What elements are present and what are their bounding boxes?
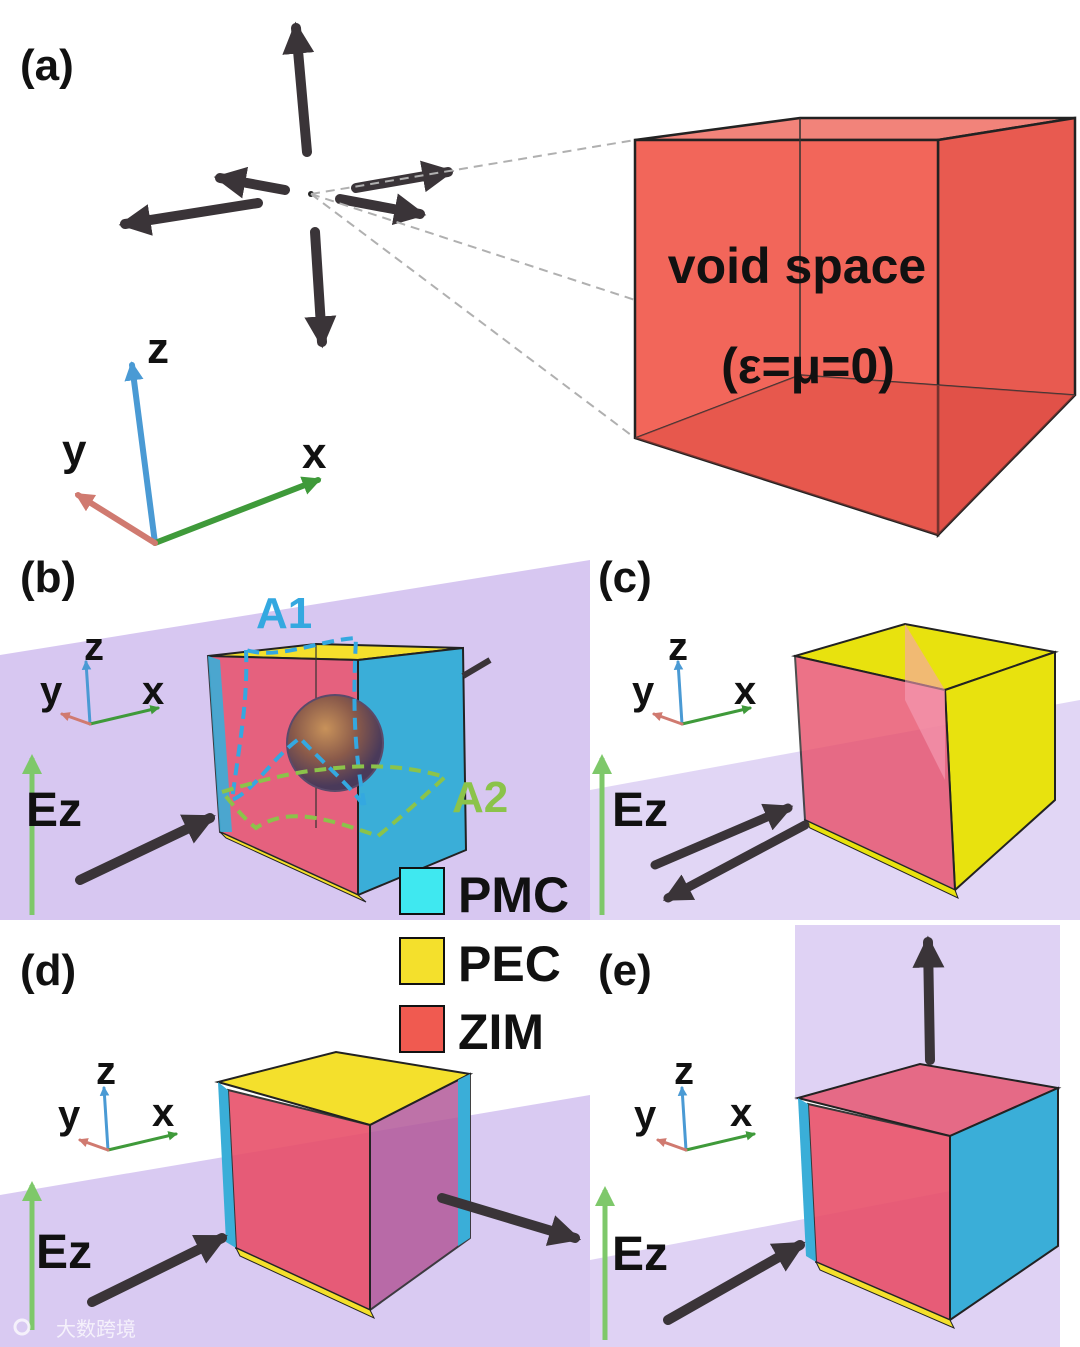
panel-b-label: (b) — [20, 553, 76, 602]
arrow-down — [315, 232, 322, 342]
field-label-b: Ez — [26, 784, 82, 837]
panel-c-label: (c) — [598, 553, 652, 602]
earth-sphere — [287, 695, 383, 791]
axis-x-label: x — [302, 429, 327, 478]
axis-y-label: y — [634, 1093, 657, 1137]
axis-x-label: x — [152, 1091, 174, 1135]
legend: PMC PEC ZIM — [400, 867, 569, 1060]
watermark-text: 大数跨境 — [56, 1317, 136, 1341]
axis-x-label: x — [730, 1091, 752, 1135]
arrow-up — [296, 28, 307, 152]
axis-x-label: x — [142, 669, 164, 713]
scattered-arrow-e — [928, 942, 930, 1060]
panel-a-label: (a) — [20, 41, 74, 90]
void-space-cube — [635, 118, 1075, 535]
axis-z-label: z — [674, 1049, 694, 1093]
cube-title: void space — [668, 238, 926, 294]
panel-e-label: (e) — [598, 946, 652, 995]
axis-z-label: z — [96, 1049, 116, 1093]
y-axis — [78, 495, 155, 543]
axis-z-label: z — [147, 324, 169, 373]
z-axis — [132, 365, 155, 543]
arrow-left — [125, 203, 258, 224]
panel-a: (a) void space (ε=μ=0) — [20, 28, 1075, 543]
legend-zim: ZIM — [458, 1004, 544, 1060]
a2-label: A2 — [452, 773, 508, 822]
axis-y-label: y — [632, 669, 655, 713]
field-label-c: Ez — [612, 784, 668, 837]
field-label-d: Ez — [36, 1226, 92, 1279]
axis-x-label: x — [734, 669, 756, 713]
legend-pec: PEC — [458, 936, 561, 992]
panel-e: (e) z y x Ez — [590, 925, 1060, 1347]
axis-z-label: z — [668, 625, 688, 669]
field-label-e: Ez — [612, 1228, 668, 1281]
radiation-arrows — [125, 28, 448, 342]
panel-c: (c) z y x Ez — [590, 553, 1080, 920]
axis-y-label: y — [62, 426, 87, 475]
arrow-back-left — [220, 178, 285, 190]
legend-swatch-zim — [400, 1006, 444, 1052]
cube-formula: (ε=μ=0) — [721, 338, 895, 394]
x-axis — [155, 480, 318, 543]
panel-d-label: (d) — [20, 946, 76, 995]
panel-b: (b) z y x Ez A1 A2 — [0, 553, 590, 920]
legend-swatch-pec — [400, 938, 444, 984]
axis-y-label: y — [40, 669, 63, 713]
legend-pmc: PMC — [458, 867, 569, 923]
a1-label: A1 — [256, 589, 312, 638]
axis-z-label: z — [84, 625, 104, 669]
axis-y-label: y — [58, 1093, 81, 1137]
legend-swatch-pmc — [400, 868, 444, 914]
arrow-right — [340, 199, 420, 214]
axis-triad-large — [78, 365, 318, 543]
